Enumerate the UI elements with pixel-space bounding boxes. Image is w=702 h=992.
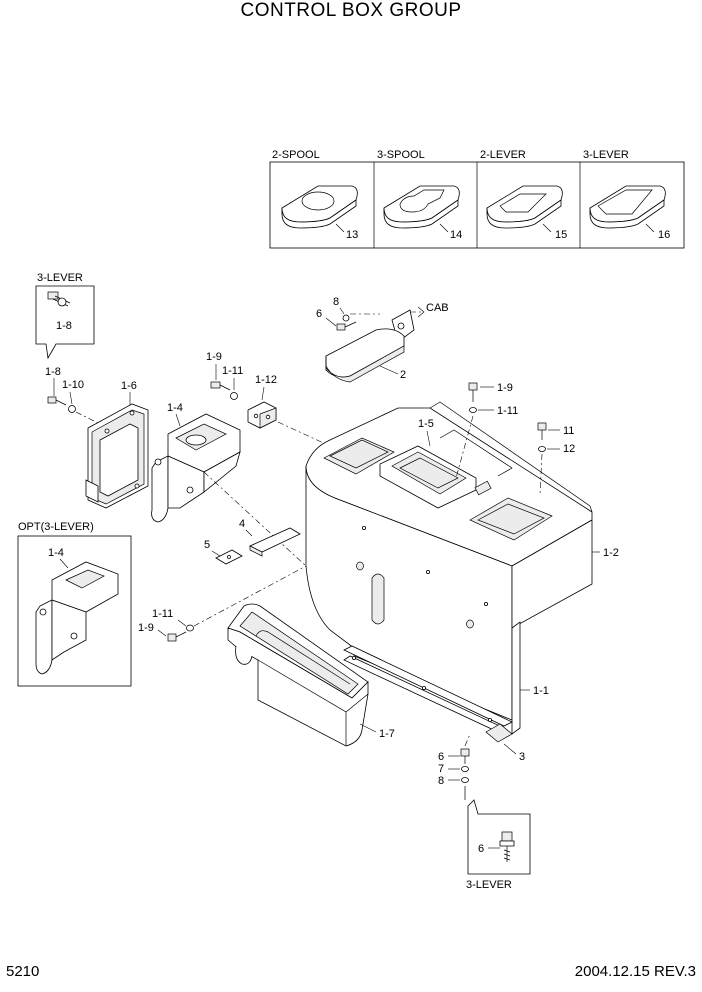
label-1-9-c: 1-9 xyxy=(138,622,154,634)
bolt-6-b xyxy=(460,748,470,764)
label-8-b: 8 xyxy=(438,775,444,787)
label-4: 4 xyxy=(239,518,245,530)
bolt-6-a xyxy=(336,321,357,331)
armrest-pad xyxy=(325,328,405,383)
washer-1-11-c xyxy=(186,624,194,632)
page-number: 5210 xyxy=(6,963,40,980)
label-1-10: 1-10 xyxy=(62,379,84,391)
callout-bottom-header: 3-LEVER xyxy=(466,879,512,891)
bolt-11 xyxy=(537,422,547,440)
label-6-b: 6 xyxy=(438,751,444,763)
option-header-2-spool: 2-SPOOL xyxy=(272,149,320,161)
label-1-9-b: 1-9 xyxy=(497,382,513,394)
cover-plate-3-lever xyxy=(589,185,666,229)
label-1-12: 1-12 xyxy=(255,374,277,386)
label-1-6: 1-6 xyxy=(121,380,137,392)
part-1-7-storage-tray: 1-7 xyxy=(227,603,395,747)
cover-plate-2-lever xyxy=(486,185,563,229)
left-fasteners: 1-8 1-10 xyxy=(45,366,101,425)
callout-opt-3-lever: OPT(3-LEVER) 1-4 xyxy=(17,521,132,687)
armrest-group: 8 6 CAB 2 xyxy=(316,296,449,383)
label-12: 12 xyxy=(563,443,575,455)
washer-1-11-b xyxy=(469,407,477,413)
washer-1-10 xyxy=(68,405,76,413)
cover-plate-3-spool xyxy=(383,185,460,229)
part-number-15: 15 xyxy=(555,229,567,241)
bolt-1-9-c xyxy=(167,631,187,642)
bolt-1-9-b xyxy=(468,382,478,402)
label-1-4: 1-4 xyxy=(167,402,183,414)
lever-bracket-opt xyxy=(35,561,119,675)
part-number-13: 13 xyxy=(346,229,358,241)
label-7: 7 xyxy=(438,763,444,775)
option-header-2-lever: 2-LEVER xyxy=(480,149,526,161)
label-1-2: 1-2 xyxy=(603,547,619,559)
label-2: 2 xyxy=(400,369,406,381)
option-header-3-spool: 3-SPOOL xyxy=(377,149,425,161)
option-panels: 2-SPOOL 3-SPOOL 2-LEVER 3-LEVER xyxy=(269,149,685,249)
callout-bottom-part: 6 xyxy=(478,843,484,855)
label-8-a: 8 xyxy=(333,296,339,308)
label-5: 5 xyxy=(204,539,210,551)
callout-top-left-header: 3-LEVER xyxy=(37,272,83,284)
label-1-11-b: 1-11 xyxy=(497,405,518,417)
part-1-4-lever-bracket: 1-4 xyxy=(151,402,307,567)
washer-12 xyxy=(538,446,546,452)
part-number-16: 16 xyxy=(658,229,670,241)
callout-top-left-part: 1-8 xyxy=(56,320,72,332)
label-1-8: 1-8 xyxy=(45,366,61,378)
bolt-icon xyxy=(47,291,71,307)
label-6-a: 6 xyxy=(316,308,322,320)
callout-3-lever-top-left: 3-LEVER 1-8 xyxy=(35,272,95,360)
label-1-1: 1-1 xyxy=(533,685,549,697)
label-3: 3 xyxy=(519,751,525,763)
fasteners-11-12: 11 12 xyxy=(537,422,575,495)
page-title: CONTROL BOX GROUP xyxy=(240,0,462,21)
part-1-6-bracket: 1-6 xyxy=(85,380,149,509)
label-1-5: 1-5 xyxy=(418,418,434,430)
label-1-11-c: 1-11 xyxy=(152,608,173,620)
label-cab: CAB xyxy=(426,302,449,314)
callout-3-lever-bottom: 6 3-LEVER xyxy=(466,799,531,891)
bolt-1-9-a xyxy=(210,381,231,391)
label-1-9-a: 1-9 xyxy=(206,351,222,363)
option-header-3-lever: 3-LEVER xyxy=(583,149,629,161)
washer-8-b xyxy=(461,777,469,783)
fasteners-1-9-1-11-1-12: 1-9 1-11 1-12 xyxy=(206,351,331,447)
label-1-7: 1-7 xyxy=(379,728,395,740)
callout-opt-part: 1-4 xyxy=(48,547,64,559)
callout-opt-header: OPT(3-LEVER) xyxy=(18,521,94,533)
cover-plate-2-spool xyxy=(281,185,358,229)
clip-1-12 xyxy=(247,401,277,429)
revision-date: 2004.12.15 REV.3 xyxy=(574,963,696,980)
fasteners-1-9-1-11-lower: 1-11 1-9 xyxy=(138,565,307,642)
label-1-11-a: 1-11 xyxy=(222,365,243,377)
plates-4-5: 4 5 xyxy=(204,518,301,565)
fasteners-bottom: 3 6 7 8 xyxy=(438,733,525,800)
part-number-14: 14 xyxy=(450,229,462,241)
washer-1-11-a xyxy=(230,392,238,400)
bolt-1-8 xyxy=(47,396,67,406)
label-11: 11 xyxy=(563,425,574,437)
washer-8-a xyxy=(342,314,350,322)
part-1-5-shift-plate: 1-5 xyxy=(379,418,492,509)
bolt-icon xyxy=(499,831,515,862)
fasteners-1-9-1-11-upper: 1-9 1-11 xyxy=(455,382,518,479)
washer-7 xyxy=(461,766,469,772)
